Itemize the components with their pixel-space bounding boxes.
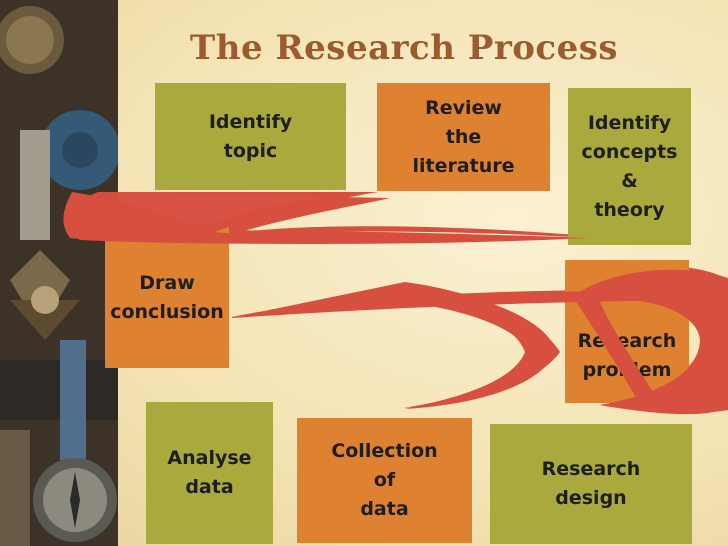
blue-ribbon-icon	[60, 340, 86, 460]
ribbon-icon	[20, 130, 50, 240]
arrow-overlay-right	[575, 269, 728, 413]
step-analyse-data: Analyse data	[146, 402, 273, 544]
page-title: The Research Process	[189, 28, 619, 68]
coin-inner-icon	[6, 16, 54, 64]
step-identify-topic: Identify topic	[155, 83, 346, 190]
medal-collage-image	[0, 0, 118, 546]
step-identify-concepts-theory: Identify concepts & theory	[568, 88, 691, 245]
step-review-literature: Review the literature	[377, 83, 550, 191]
collage-art	[0, 0, 118, 546]
step-research-design: Research design	[490, 424, 692, 544]
arrow-overlay-top	[68, 192, 590, 244]
step-collection-of-data: Collection of data	[297, 418, 472, 543]
step-draw-conclusion: Draw conclusion	[105, 225, 229, 368]
